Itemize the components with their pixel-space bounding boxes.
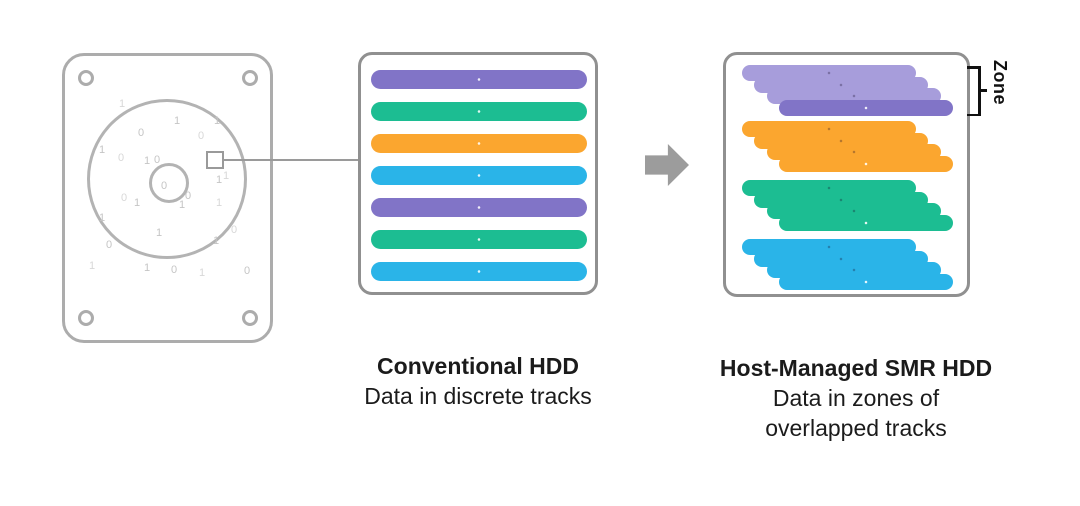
binary-digit: 0 xyxy=(185,190,192,202)
conventional-subtitle: Data in discrete tracks xyxy=(364,383,592,409)
smr-track-cyan xyxy=(779,273,953,290)
conventional-title: Conventional HDD xyxy=(377,353,579,379)
smr-zones-box xyxy=(723,52,970,297)
binary-digit: 0 xyxy=(198,130,205,142)
track-purple xyxy=(371,70,587,89)
conventional-caption: Conventional HDD Data in discrete tracks xyxy=(322,351,634,411)
smr-track-green xyxy=(779,214,953,231)
binary-digit: 1 xyxy=(156,227,163,239)
platter-circle-icon xyxy=(87,99,247,259)
binary-digit: 1 xyxy=(99,144,106,156)
binary-digit: 1 xyxy=(179,199,186,211)
smr-track-purple xyxy=(779,99,953,116)
binary-digit: 1 xyxy=(99,212,106,224)
binary-digit: 1 xyxy=(223,170,230,182)
track-cyan xyxy=(371,262,587,281)
binary-digit: 0 xyxy=(154,154,161,166)
conventional-tracks-box xyxy=(358,52,598,295)
binary-digit: 0 xyxy=(161,180,168,192)
track-green xyxy=(371,102,587,121)
binary-digit: 0 xyxy=(171,264,178,276)
binary-digit: 1 xyxy=(216,174,223,186)
zone-bracket xyxy=(967,66,980,69)
track-orange xyxy=(371,134,587,153)
binary-digit: 0 xyxy=(106,239,113,251)
track-purple xyxy=(371,198,587,217)
binary-digit: 0 xyxy=(138,127,145,139)
binary-digit: 1 xyxy=(144,155,151,167)
binary-digit: 1 xyxy=(213,235,220,247)
binary-digit: 0 xyxy=(118,152,125,164)
spindle-circle-icon xyxy=(149,163,189,203)
smr-subtitle-line: Data in zones of xyxy=(772,385,940,411)
binary-digit: 1 xyxy=(216,197,223,209)
zone-bracket xyxy=(978,66,981,116)
track-green xyxy=(371,230,587,249)
zone-bracket xyxy=(980,89,987,92)
binary-digit: 1 xyxy=(119,98,126,110)
binary-digit: 1 xyxy=(134,197,141,209)
callout-line xyxy=(224,159,358,161)
screw-hole-icon xyxy=(242,70,258,86)
smr-track-orange xyxy=(779,155,953,172)
screw-hole-icon xyxy=(78,310,94,326)
track-cyan xyxy=(371,166,587,185)
binary-digit: 0 xyxy=(231,224,238,236)
smr-subtitle-line: overlapped tracks xyxy=(765,415,947,441)
arrow-right-icon xyxy=(645,144,689,186)
zone-bracket xyxy=(967,113,980,116)
binary-digit: 0 xyxy=(121,192,128,204)
screw-hole-icon xyxy=(242,310,258,326)
magnified-region-square-icon xyxy=(206,151,224,169)
binary-digit: 1 xyxy=(199,267,206,279)
screw-hole-icon xyxy=(78,70,94,86)
zone-label: Zone xyxy=(990,60,1010,105)
binary-digit: 1 xyxy=(174,115,181,127)
binary-digit: 1 xyxy=(89,260,96,272)
smr-caption: Host-Managed SMR HDD Data in zones of ov… xyxy=(686,353,1026,443)
smr-title: Host-Managed SMR HDD xyxy=(719,355,993,381)
binary-digit: 0 xyxy=(244,265,251,277)
binary-digit: 1 xyxy=(214,115,221,127)
binary-digit: 1 xyxy=(144,262,151,274)
